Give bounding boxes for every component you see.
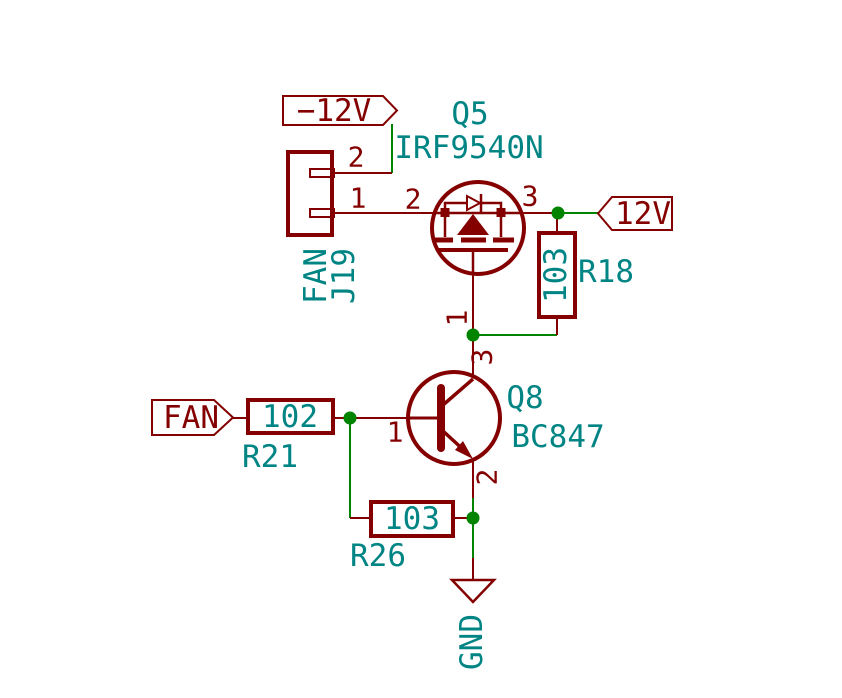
q8-ref-label[interactable]: Q8 bbox=[506, 380, 543, 416]
power-label-neg12v-text: −12V bbox=[297, 93, 372, 129]
gnd-label: GND bbox=[454, 614, 490, 670]
r21-value-label[interactable]: 102 bbox=[262, 399, 318, 435]
connector-body bbox=[286, 150, 334, 237]
net-label-fan[interactable]: FAN bbox=[151, 399, 235, 436]
wires bbox=[349, 124, 598, 558]
r18-value-label[interactable]: 103 bbox=[538, 247, 574, 303]
q8-pin1-number: 1 bbox=[387, 416, 404, 449]
power-flag-shape bbox=[282, 95, 399, 126]
q8-emitter-arrow-icon bbox=[455, 441, 473, 459]
q5-pin1-number: 1 bbox=[441, 310, 474, 327]
r26-ref-label[interactable]: R26 bbox=[350, 538, 406, 574]
q5-body-circle bbox=[430, 180, 526, 276]
r26-body bbox=[369, 500, 455, 538]
q5-value-label[interactable]: IRF9540N bbox=[394, 130, 543, 166]
diode-right-lead bbox=[481, 201, 503, 212]
connector-pin2-stub bbox=[309, 168, 335, 178]
j19-pin1-number: 1 bbox=[350, 182, 367, 215]
net-label-fan-text: FAN bbox=[163, 400, 219, 436]
power-label-neg12v[interactable]: −12V bbox=[282, 93, 399, 129]
q8-pin2-number: 2 bbox=[471, 469, 504, 486]
diode-triangle bbox=[466, 194, 483, 212]
j19-ref-label[interactable]: J19 bbox=[326, 248, 362, 304]
junction-dot-gate-collector[interactable] bbox=[466, 328, 480, 342]
junction-dot-base[interactable] bbox=[343, 411, 357, 425]
q5-ref-label[interactable]: Q5 bbox=[451, 96, 488, 132]
q8-pin3-number: 3 bbox=[466, 349, 499, 366]
mosfet-q5[interactable]: 2 3 1 Q5 IRF9540N bbox=[394, 96, 543, 326]
junction-dot-emitter[interactable] bbox=[466, 511, 480, 525]
power-flag-shape bbox=[596, 196, 673, 231]
connector-j19[interactable]: 2 1 FAN J19 bbox=[286, 141, 367, 305]
resistor-r26[interactable]: 103 R26 bbox=[350, 500, 455, 574]
r21-body bbox=[246, 398, 335, 435]
r21-ref-label[interactable]: R21 bbox=[242, 439, 298, 475]
q8-collector-lead bbox=[441, 377, 475, 407]
r26-value-label[interactable]: 103 bbox=[384, 501, 440, 537]
r18-body bbox=[537, 231, 577, 319]
resistor-r18[interactable]: 103 R18 bbox=[537, 231, 634, 319]
q5-substrate-arrow-icon bbox=[457, 214, 489, 235]
gnd-triangle-icon bbox=[449, 578, 497, 604]
diode-left-lead bbox=[443, 201, 467, 212]
q8-value-label[interactable]: BC847 bbox=[511, 419, 604, 455]
q5-pin3-number: 3 bbox=[522, 180, 539, 213]
j19-pin2-number: 2 bbox=[348, 141, 365, 174]
r18-ref-label[interactable]: R18 bbox=[578, 254, 634, 290]
power-label-12v[interactable]: 12V bbox=[596, 196, 673, 232]
bjt-q8[interactable]: 1 3 2 Q8 BC847 bbox=[387, 349, 605, 486]
gnd-symbol[interactable]: GND bbox=[449, 578, 497, 670]
resistor-r21[interactable]: 102 R21 bbox=[242, 398, 335, 475]
power-label-12v-text: 12V bbox=[615, 196, 671, 232]
q5-pin2-number: 2 bbox=[405, 183, 422, 216]
j19-value-label[interactable]: FAN bbox=[298, 248, 334, 304]
q5-body-diode-icon bbox=[443, 194, 503, 212]
net-label-shape bbox=[151, 399, 235, 436]
junction-dot-12v[interactable] bbox=[551, 206, 565, 220]
connector-pin1-stub bbox=[309, 208, 335, 218]
